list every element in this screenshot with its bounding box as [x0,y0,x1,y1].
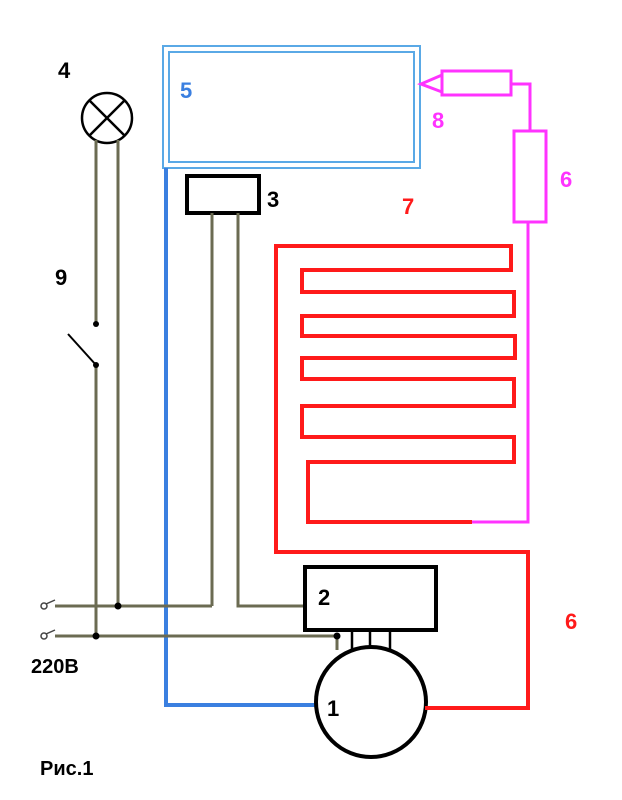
relay-compressor-leads [350,630,392,650]
label-supply-voltage: 220В [31,656,79,678]
lamp-icon [80,91,134,145]
figure-caption: Рис.1 [40,758,93,780]
label-compressor: 1 [327,696,339,721]
label-thermostat: 3 [267,187,279,212]
suction-line [164,168,316,707]
thermostat [185,174,261,215]
label-lamp: 4 [58,58,71,83]
wire-junctions [92,602,341,640]
condenser-coil [274,244,530,710]
label-door-switch: 9 [55,265,67,290]
switch-icon [67,321,99,368]
lamp-wiring [55,140,339,650]
label-evaporator: 5 [180,78,192,103]
capillary-coil-6 [512,129,548,224]
label-capillary: 6 [560,167,572,192]
label-filter-dryer: 8 [432,108,444,133]
terminal-icon [40,599,56,640]
label-relay: 2 [318,585,330,610]
capillary-line [417,69,548,524]
label-condenser: 7 [402,194,414,219]
evaporator [162,45,421,169]
label-discharge-tube: 6 [565,609,577,634]
thermostat-wires [210,213,305,608]
filter-dryer-8 [440,69,513,97]
